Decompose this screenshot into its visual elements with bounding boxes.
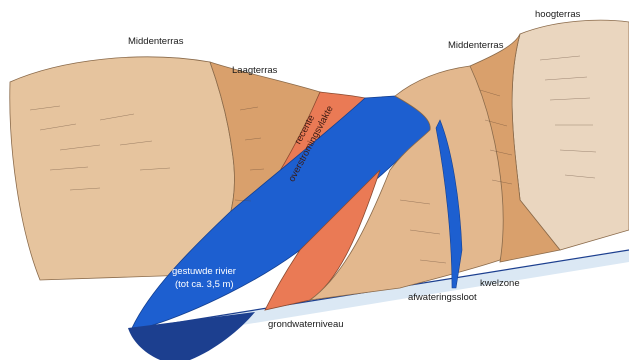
- label-grondwaterniveau: grondwaterniveau: [268, 319, 344, 330]
- label-tot-ca: (tot ca. 3,5 m): [175, 279, 234, 290]
- label-laagterras: Laagterras: [232, 65, 278, 76]
- label-kwelzone: kwelzone: [480, 278, 520, 289]
- label-gestuwde-rivier: gestuwde rivier: [172, 266, 236, 277]
- label-middenterras-left: Middenterras: [128, 36, 184, 47]
- label-hoogterras: hoogterras: [535, 9, 581, 20]
- label-middenterras-right: Middenterras: [448, 40, 504, 51]
- label-afwateringssloot: afwateringssloot: [408, 292, 477, 303]
